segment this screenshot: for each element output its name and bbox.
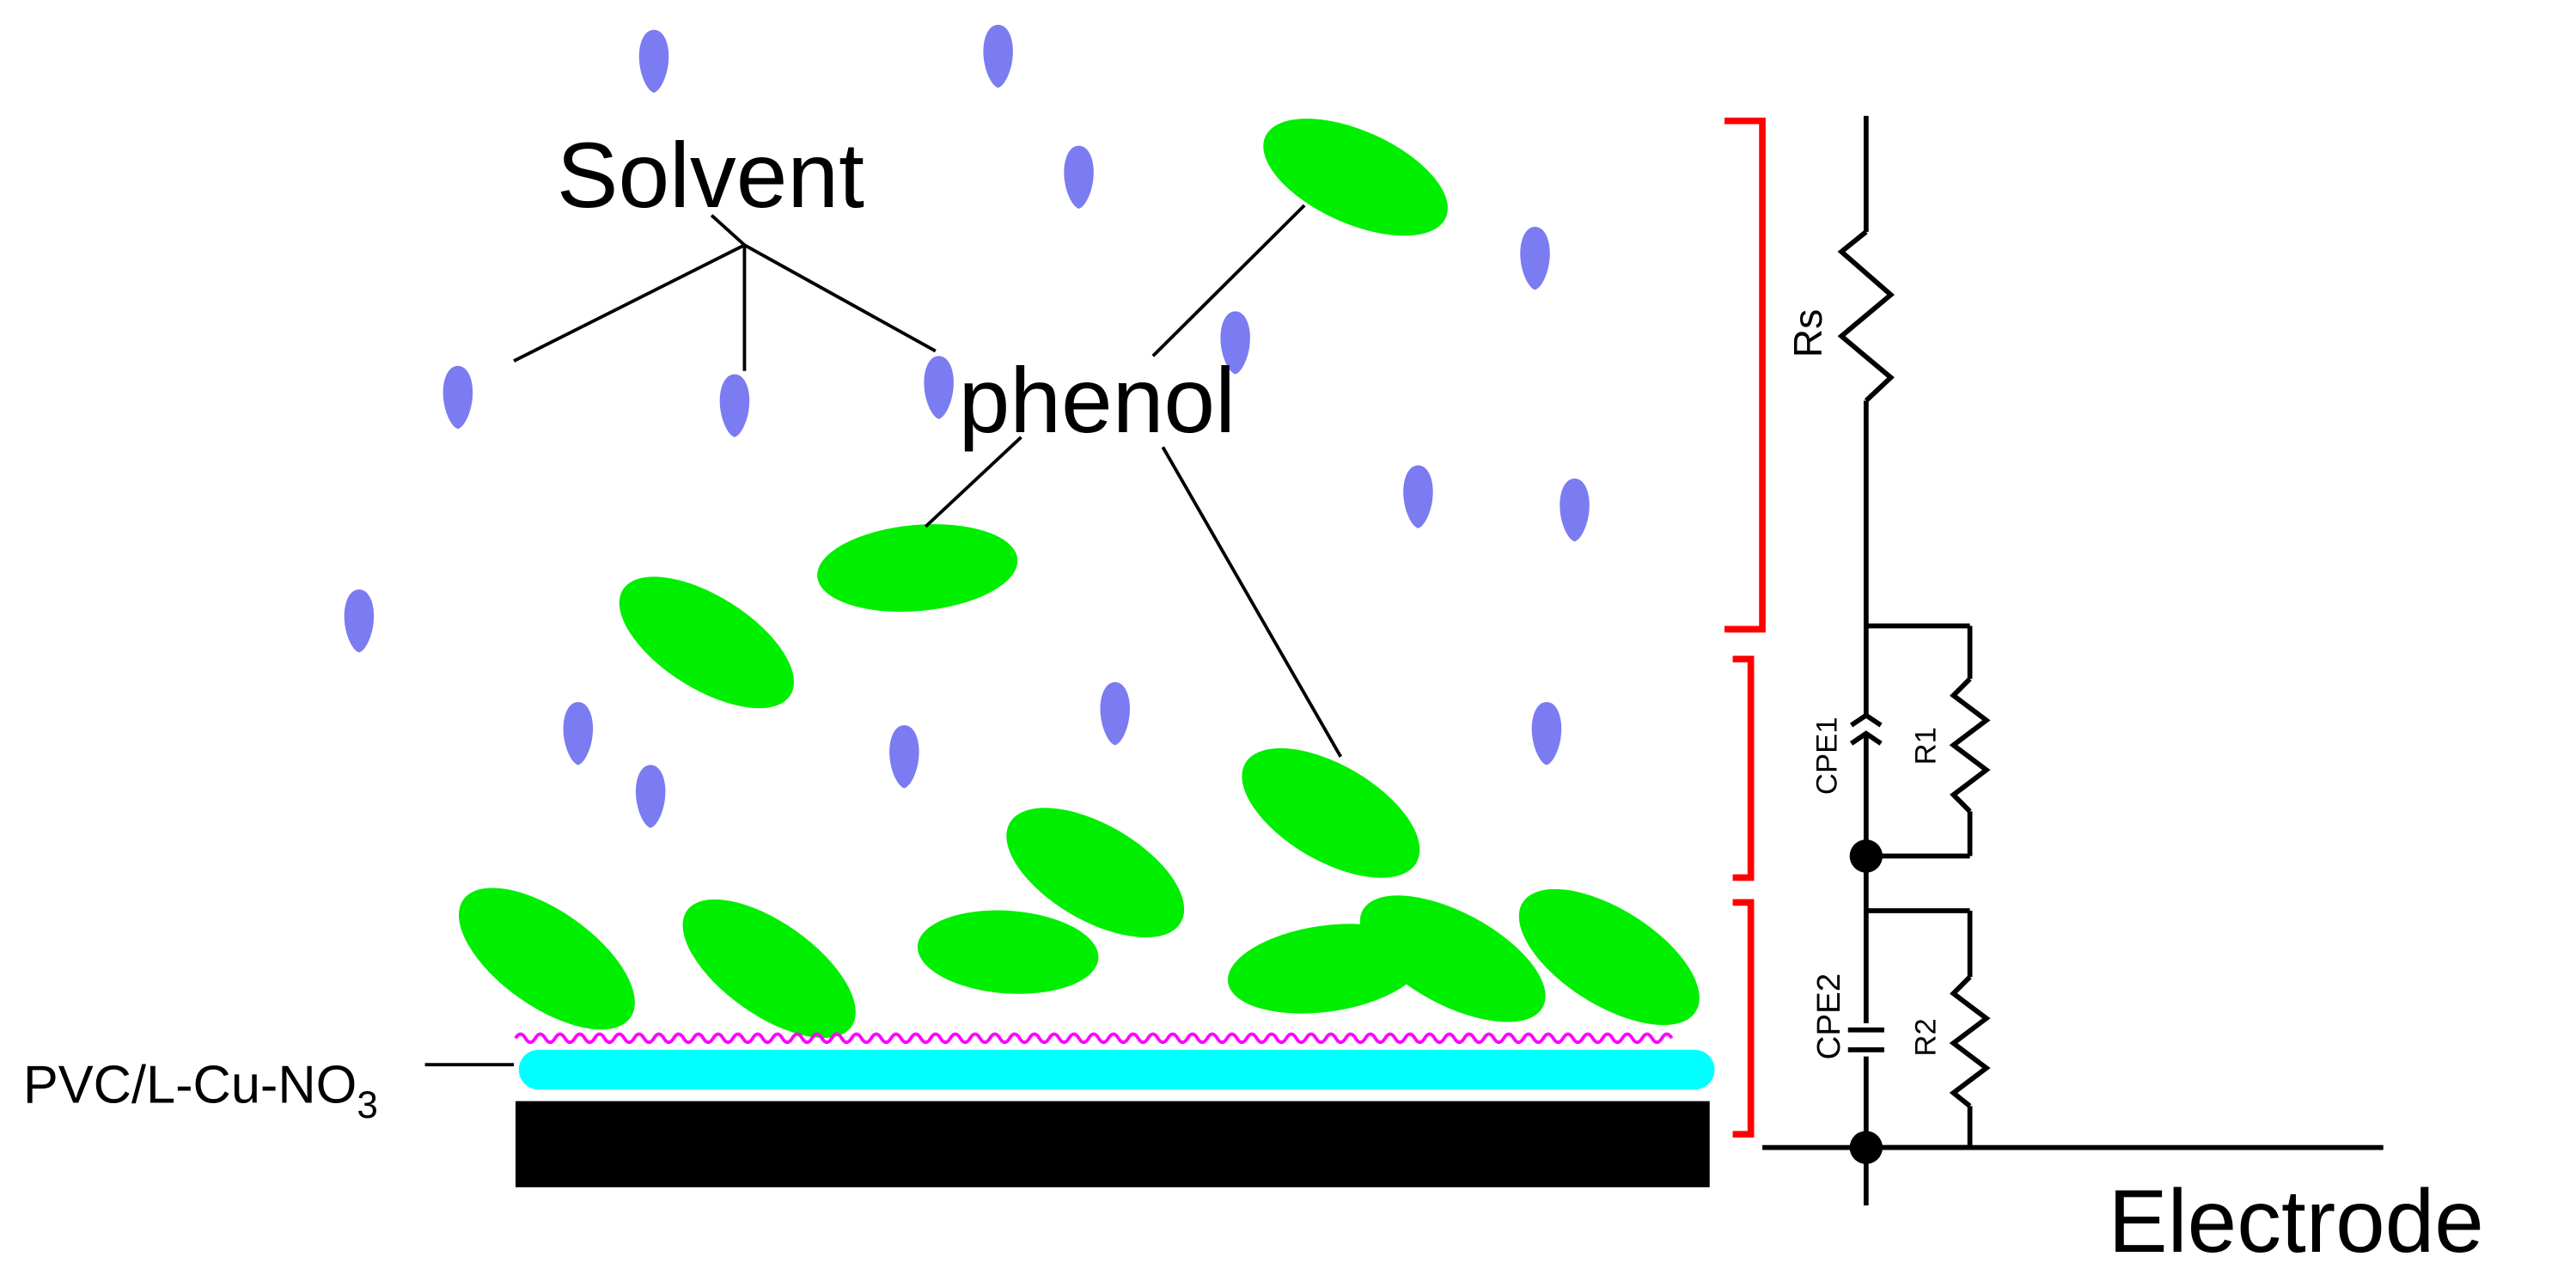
phenol-molecule [817,524,1018,613]
membrane-layer [518,1049,1715,1090]
solvent-drop [719,374,750,437]
solvent-drop [638,29,669,93]
phenol-molecule [458,888,635,1030]
solvent-drop [924,356,954,419]
cpe2-label: CPE2 [1810,973,1847,1060]
solvent-drop [344,589,375,653]
brace-phenol-layer [1732,656,1755,882]
r2-label: R2 [1909,1018,1942,1056]
circuit-nodes [1849,839,1883,1164]
solvent-drop [889,725,919,789]
solvent-label: Solvent [557,124,864,227]
membrane-wave-layer [514,1032,1674,1045]
membrane-label-main: PVC/L-Cu-NO [23,1055,357,1114]
solvent-pointer-lines [513,214,937,371]
membrane-label: PVC/L-Cu-NO3 [23,1055,378,1126]
phenol-molecule [682,899,856,1039]
electrode-base [515,1101,1710,1187]
brace-solution [1724,117,1766,633]
circuit-node [1849,1131,1883,1164]
solvent-drop [635,765,666,828]
rs-label: Rs [1785,309,1830,358]
phenol-label: phenol [959,349,1236,452]
cpe1-element [1849,712,1883,728]
phenol-molecule [917,910,1099,994]
solvent-drop [1064,145,1094,209]
region-braces [1724,117,1766,1138]
solvent-drop [1100,682,1130,746]
solvent-drop [983,24,1013,88]
phenol-molecules [458,119,1700,1039]
solvent-drop [1403,465,1433,528]
cpe1-label: CPE1 [1810,717,1843,796]
solvent-drop [1531,702,1562,766]
electrode-label: Electrode [2109,1171,2484,1271]
rs-resistor [1837,229,1895,403]
membrane-label-subscript: 3 [357,1084,378,1126]
solvent-drop [563,702,594,766]
phenol-molecule [619,576,794,709]
r1-label: R1 [1909,727,1942,765]
phenol-molecule [1242,747,1420,878]
equivalent-circuit [1762,115,2384,1206]
brace-membrane [1732,899,1755,1138]
solvent-drop [1560,478,1590,542]
r1-resistor [1949,677,1991,814]
phenol-molecule [1359,895,1546,1022]
r2-resistor [1949,975,1991,1108]
solvent-drop [1520,227,1550,290]
phenol-pointer-lines [924,204,1343,758]
circuit-node [1849,839,1883,873]
phenol-molecule [1227,924,1425,1014]
phenol-molecule [1518,888,1700,1026]
phenol-molecule [1263,119,1448,236]
phenol-molecule [1006,808,1185,938]
solvent-drop [443,365,473,430]
